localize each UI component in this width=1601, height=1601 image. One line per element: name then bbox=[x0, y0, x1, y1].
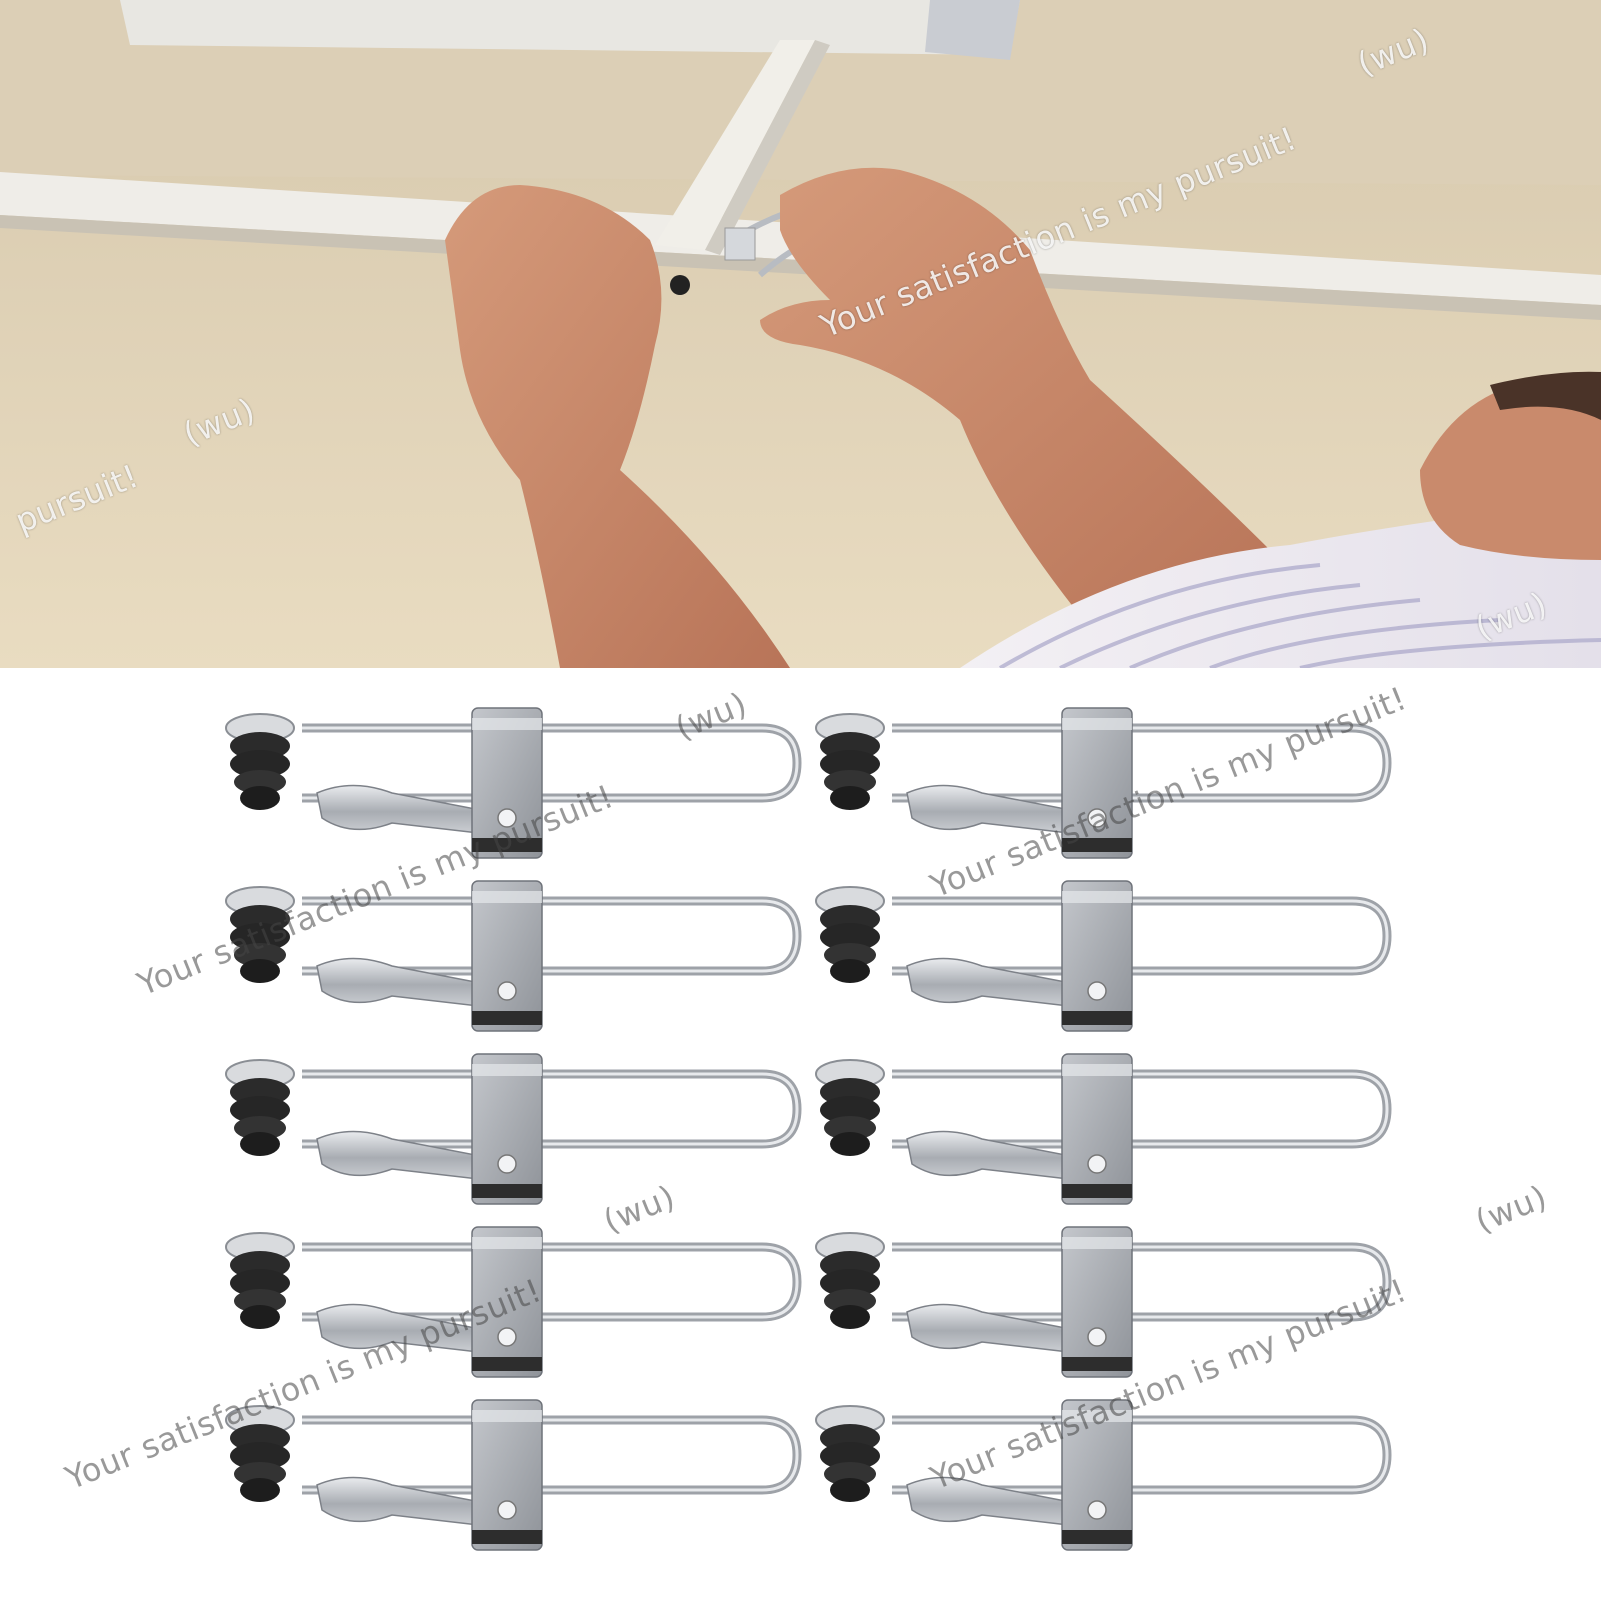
clip-7 bbox=[226, 1227, 797, 1377]
hair bbox=[1490, 371, 1601, 420]
clip-10 bbox=[816, 1400, 1387, 1550]
shirt bbox=[960, 500, 1601, 668]
installation-photo bbox=[0, 0, 1601, 668]
clip-8 bbox=[816, 1227, 1387, 1377]
cross-tee bbox=[655, 40, 815, 250]
clip-2 bbox=[816, 708, 1387, 858]
worker-head bbox=[1420, 379, 1601, 560]
shirt-stripes bbox=[998, 563, 1601, 668]
clip-grid-svg bbox=[0, 668, 1601, 1601]
installation-scene bbox=[0, 0, 1601, 668]
clip-1 bbox=[226, 708, 797, 858]
clip-9 bbox=[226, 1400, 797, 1550]
clip-6 bbox=[816, 1054, 1387, 1204]
clip-3 bbox=[226, 881, 797, 1031]
right-arm bbox=[760, 167, 1280, 640]
clip-5 bbox=[226, 1054, 797, 1204]
left-arm bbox=[445, 185, 790, 668]
clip-4 bbox=[816, 881, 1387, 1031]
product-grid bbox=[0, 668, 1601, 1601]
